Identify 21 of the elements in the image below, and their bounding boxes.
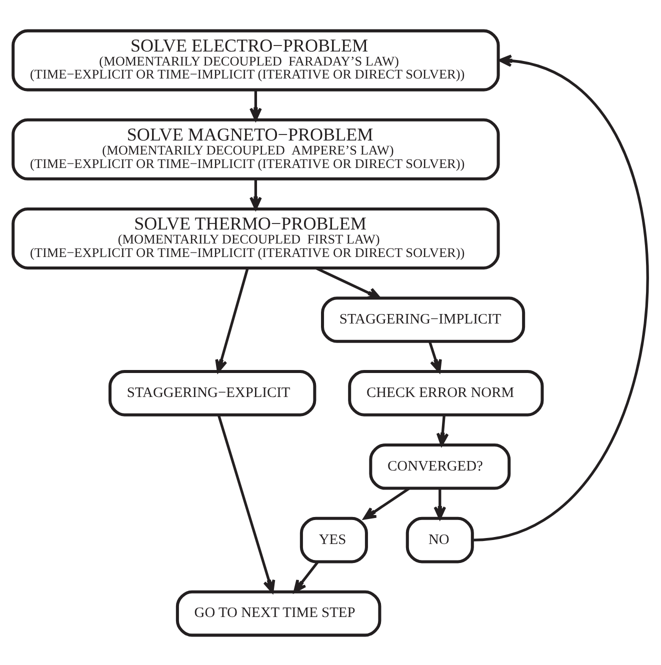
arrow (473, 54, 648, 541)
arrow (434, 488, 446, 519)
arrow (250, 178, 262, 210)
node-box: STAGGERING−EXPLICIT (108, 370, 316, 416)
node-box: SOLVE ELECTRO−PROBLEM (MOMENTARILY DECOUPLED FARADAY’S LAW) (TIME−EXPLICIT OR TIME−IMPLICIT (ITERATIVE OR DIRECT SOLVER)) (12, 28, 500, 91)
arrow (250, 89, 262, 120)
arrow (217, 414, 276, 593)
node-box: GO TO NEXT TIME STEP (176, 590, 382, 636)
node-box: SOLVE THERMO−PROBLEM (MOMENTARILY DECOUPLED FIRST LAW) (TIME−EXPLICIT OR TIME−IMPLICIT (ITERATIVE OR DIRECT SOLVER)) (12, 207, 500, 269)
node-box: YES (300, 516, 368, 563)
arrow (316, 266, 381, 299)
arrow (293, 560, 319, 592)
node-box: SOLVE MAGNETO−PROBLEM (MOMENTARILY DECOUPLED AMPERE’S LAW) (TIME−EXPLICIT OR TIME−IMPLICIT (ITERATIVE OR DIRECT SOLVER)) (12, 118, 500, 180)
node-box: CONVERGED? (369, 442, 511, 490)
arrow (428, 340, 442, 372)
node-box: NO (406, 516, 474, 563)
node-box: STAGGERING−IMPLICIT (321, 296, 526, 342)
node-box: CHECK ERROR NORM (348, 370, 544, 416)
arrow (436, 414, 449, 446)
arrow (363, 486, 410, 520)
arrow (215, 267, 249, 372)
